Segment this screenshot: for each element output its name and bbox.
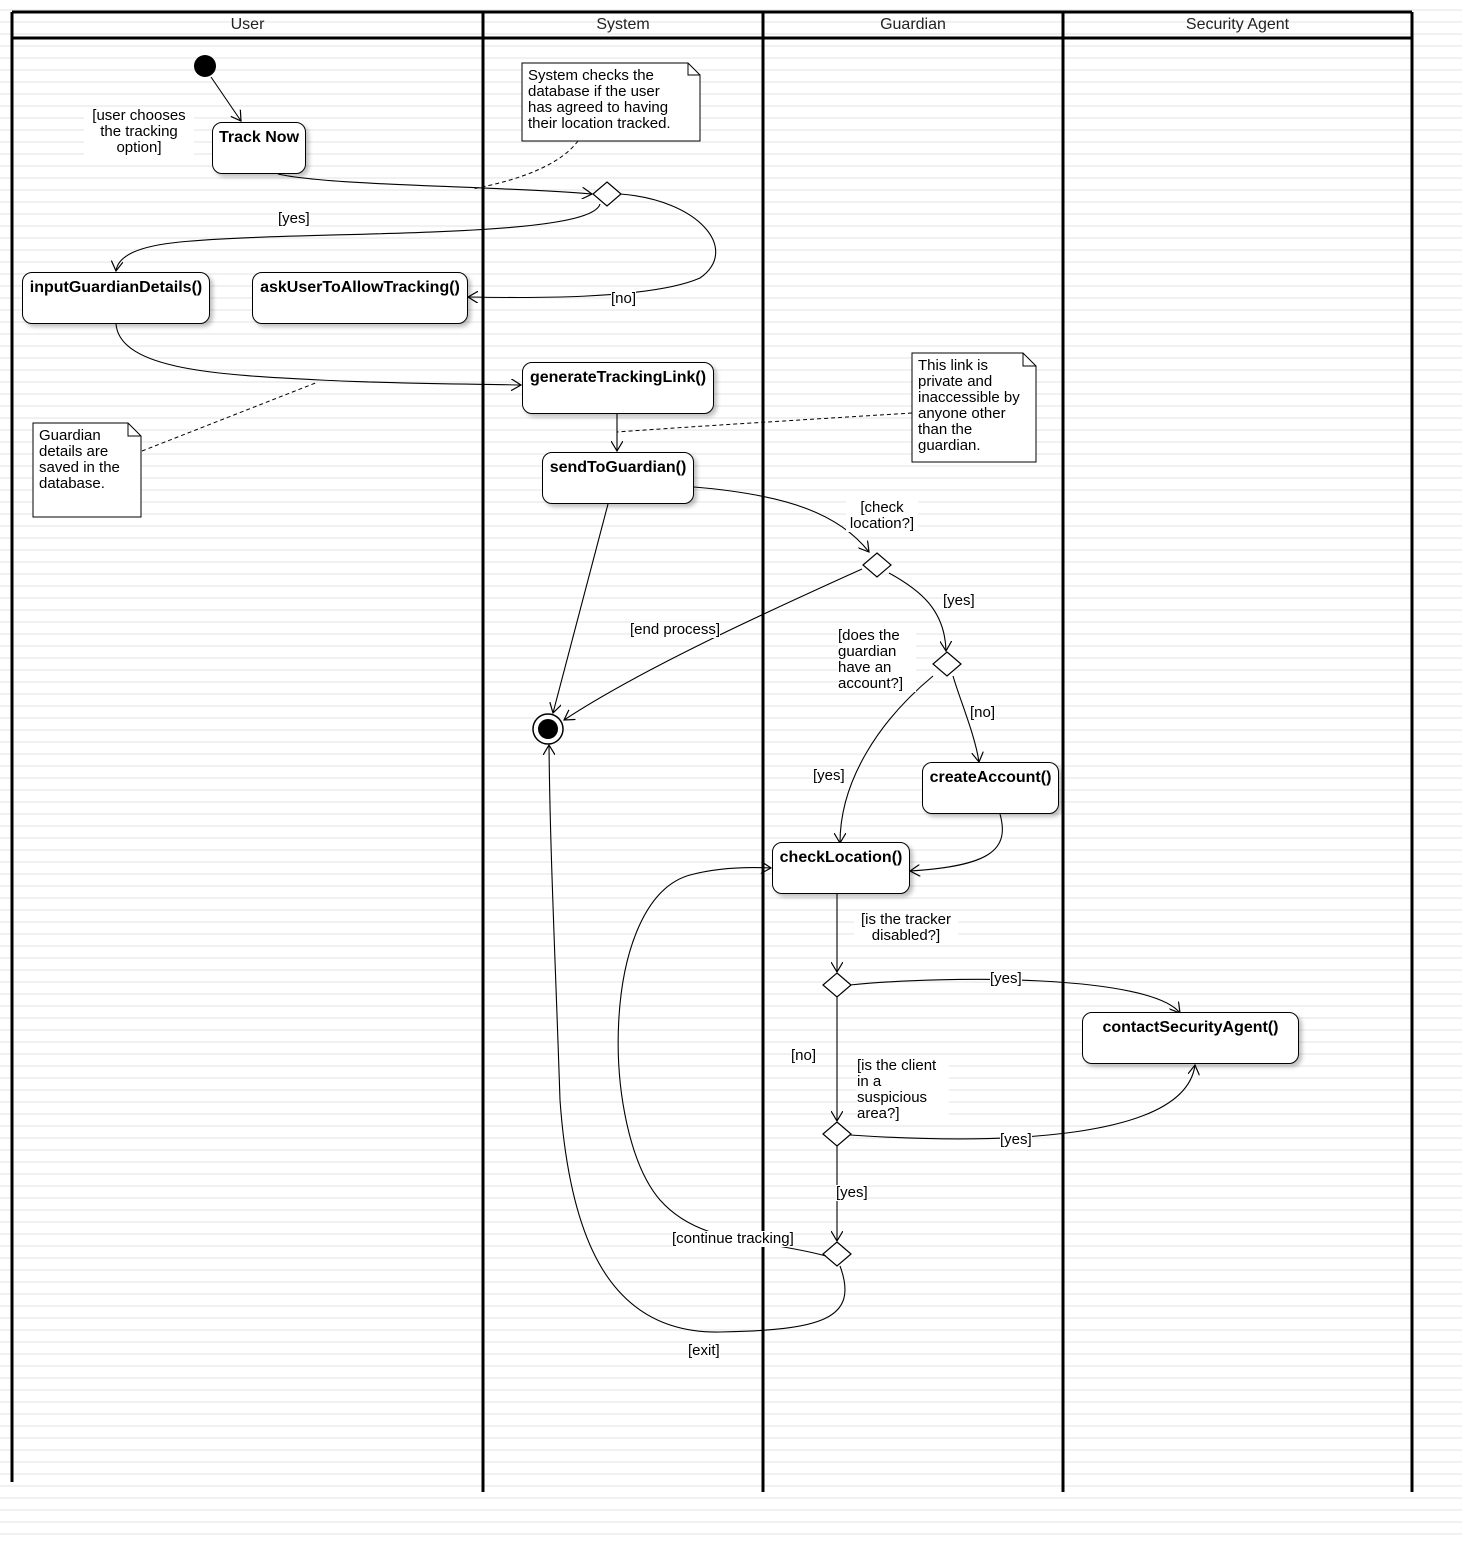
edge-yes-input xyxy=(116,203,601,271)
decision-consent xyxy=(592,181,622,207)
swimlane-frame xyxy=(10,10,1414,1492)
lane-header-system: System xyxy=(596,16,650,33)
decision-check-location xyxy=(862,552,892,578)
action-send-to-guardian[interactable]: sendToGuardian() xyxy=(542,452,694,504)
guard-suspicious-area: [is the client in a suspicious area?] xyxy=(857,1058,949,1122)
note-link-system-checks xyxy=(471,140,579,190)
edge-createaccount-checklocation xyxy=(910,813,1003,871)
edge-tracknow-decision xyxy=(277,173,592,194)
lane-header-user: User xyxy=(230,16,265,33)
edge-yes-checklocation xyxy=(840,675,934,843)
guard-yes-disabled: [yes] xyxy=(990,970,1022,987)
edge-send-final xyxy=(553,503,609,713)
edge-no-ask xyxy=(468,193,717,298)
note-shape-guardian-saved xyxy=(32,422,142,518)
edge-no-createaccount xyxy=(952,675,979,762)
guard-no-account: [no] xyxy=(970,704,996,721)
guard-yes-consent: [yes] xyxy=(278,210,310,227)
initial-node xyxy=(194,55,216,77)
action-contact-security-agent[interactable]: contactSecurityAgent() xyxy=(1082,1012,1299,1064)
guard-no-disabled: [no] xyxy=(791,1047,817,1064)
note-link-private: This link is private and inaccessible by… xyxy=(918,357,1020,454)
edge-input-generate xyxy=(115,323,521,385)
guard-yes-check-location: [yes] xyxy=(943,592,975,609)
decision-has-account xyxy=(932,651,962,677)
guard-no-consent: [no] xyxy=(611,290,637,307)
action-input-guardian-details[interactable]: inputGuardianDetails() xyxy=(22,272,210,324)
edge-disabled-yes-security xyxy=(849,978,1180,1013)
decision-suspicious-area xyxy=(822,1121,852,1147)
edge-send-checklocation xyxy=(693,486,869,552)
lane-header-guardian: Guardian xyxy=(880,16,946,33)
guard-continue-tracking: [continue tracking] xyxy=(672,1230,794,1247)
edge-suspicious-yes-security xyxy=(849,1065,1195,1140)
note-shape-link-private xyxy=(911,352,1037,463)
edge-initial-tracknow xyxy=(210,76,241,121)
decision-continue xyxy=(822,1241,852,1267)
action-check-location[interactable]: checkLocation() xyxy=(772,842,910,894)
guard-check-location: [check location?] xyxy=(846,500,918,532)
guard-yes-account: [yes] xyxy=(813,767,845,784)
guard-user-chooses: [user chooses the tracking option] xyxy=(84,108,194,156)
guard-end-process: [end process] xyxy=(630,621,721,638)
decision-tracker-disabled xyxy=(822,972,852,998)
guard-exit: [exit] xyxy=(688,1342,720,1359)
lane-header-security-agent: Security Agent xyxy=(1185,16,1290,33)
guard-yes-not-suspicious: [yes] xyxy=(836,1184,868,1201)
edge-exit-final xyxy=(549,745,846,1333)
guard-has-account: [does the guardian have an account?] xyxy=(838,628,916,692)
guard-tracker-disabled: [is the tracker disabled?] xyxy=(854,912,958,944)
action-generate-tracking-link[interactable]: generateTrackingLink() xyxy=(522,362,714,414)
action-track-now[interactable]: Track Now xyxy=(212,122,306,174)
note-shape-system-checks xyxy=(521,62,701,142)
action-ask-user-to-allow-tracking[interactable]: askUserToAllowTracking() xyxy=(252,272,468,324)
edge-endprocess-final xyxy=(564,568,863,720)
note-link-private xyxy=(616,412,913,433)
note-system-checks: System checks the database if the user h… xyxy=(528,67,671,132)
guard-yes-suspicious: [yes] xyxy=(1000,1131,1032,1148)
final-node xyxy=(532,713,564,745)
edge-yes-hasaccount xyxy=(888,572,946,651)
note-link-guardian-saved xyxy=(141,381,319,452)
note-guardian-saved: Guardian details are saved in the databa… xyxy=(39,427,120,492)
action-create-account[interactable]: createAccount() xyxy=(922,762,1059,814)
